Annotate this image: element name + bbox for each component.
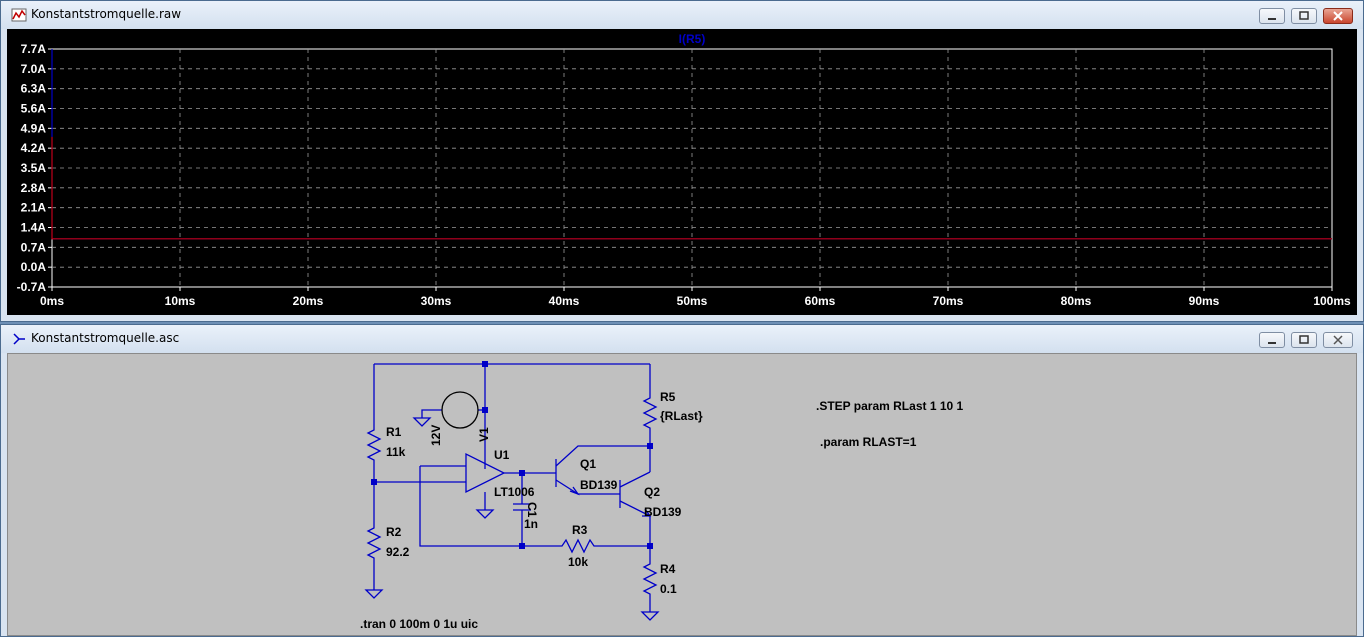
r3-name: R3 [572, 523, 588, 537]
x-tick-label: 0ms [40, 294, 64, 308]
schematic-drawing[interactable]: R1 11k R2 92.2 R3 10k R4 0.1 R5 {RLast} … [8, 354, 1357, 636]
q1-value: BD139 [580, 478, 618, 492]
x-tick-label: 100ms [1313, 294, 1351, 308]
x-tick-label: 50ms [677, 294, 708, 308]
series-line-2[interactable] [51, 136, 1332, 240]
x-tick-label: 20ms [293, 294, 324, 308]
minimize-icon [1268, 342, 1276, 344]
restore-icon [1299, 11, 1309, 20]
u1-value: LT1006 [494, 485, 535, 499]
r5-value: {RLast} [660, 409, 703, 423]
y-tick-label: 6.3A [21, 82, 47, 96]
schematic-close-button[interactable] [1323, 332, 1353, 348]
x-tick-label: 40ms [549, 294, 580, 308]
r1-value: 11k [386, 445, 406, 459]
schematic-canvas[interactable]: R1 11k R2 92.2 R3 10k R4 0.1 R5 {RLast} … [7, 353, 1357, 636]
schematic-minimize-button[interactable] [1259, 332, 1285, 348]
x-tick-label: 10ms [165, 294, 196, 308]
schematic-window: Konstantstromquelle.asc [0, 324, 1364, 637]
schematic-restore-button[interactable] [1291, 332, 1317, 348]
close-button[interactable] [1323, 8, 1353, 24]
v1-name: V1 [477, 427, 491, 442]
schematic-titlebar[interactable]: Konstantstromquelle.asc [1, 325, 1363, 353]
x-tick-label: 60ms [805, 294, 836, 308]
r5-name: R5 [660, 390, 676, 404]
y-tick-label: 0.7A [21, 240, 47, 254]
waveform-window: Konstantstromquelle.raw 7.7A 7.0A 6.3A 5.6A… [0, 0, 1364, 322]
waveform-titlebar[interactable]: Konstantstromquelle.raw [1, 1, 1363, 29]
waveform-window-title: Konstantstromquelle.raw [31, 7, 182, 21]
c1-value: 1n [524, 517, 538, 531]
y-tick-label: 3.5A [21, 161, 47, 175]
tran-directive[interactable]: .tran 0 100m 0 1u uic [360, 617, 478, 631]
r2-name: R2 [386, 525, 402, 539]
r2-value: 92.2 [386, 545, 410, 559]
y-tick-label: 2.8A [21, 181, 47, 195]
y-tick-label: 4.9A [21, 121, 47, 135]
schematic-window-title: Konstantstromquelle.asc [31, 331, 180, 345]
minimize-button[interactable] [1259, 8, 1285, 24]
x-tick-label: 80ms [1061, 294, 1092, 308]
y-tick-label: 0.0A [21, 260, 47, 274]
x-tick-label: 70ms [933, 294, 964, 308]
trace-label[interactable]: I(R5) [679, 32, 706, 46]
junction-dots [371, 361, 653, 549]
c1-name: C1 [525, 502, 539, 518]
q2-name: Q2 [644, 485, 660, 499]
x-tick-label: 90ms [1189, 294, 1220, 308]
y-tick-label: 7.0A [21, 62, 47, 76]
param-directive[interactable]: .param RLAST=1 [820, 435, 917, 449]
y-tick-label: 5.6A [21, 102, 47, 116]
restore-button[interactable] [1291, 8, 1317, 24]
y-tick-label: 7.7A [21, 42, 47, 56]
y-tick-label: 2.1A [21, 201, 47, 215]
close-icon [1333, 11, 1343, 21]
r4-value: 0.1 [660, 582, 677, 596]
v1-value: 12V [429, 425, 443, 446]
r3-value: 10k [568, 555, 588, 569]
y-tick-label: 4.2A [21, 141, 47, 155]
q2-value: BD139 [644, 505, 682, 519]
waveform-plot[interactable]: 7.7A 7.0A 6.3A 5.6A 4.9A 4.2A 3.5A 2.8A 2.1A 1.4A… [7, 29, 1357, 316]
step-directive[interactable]: .STEP param RLast 1 10 1 [816, 399, 964, 413]
q1-name: Q1 [580, 457, 596, 471]
y-tick-label: -0.7A [17, 280, 47, 294]
close-icon [1333, 335, 1343, 345]
voltage-source-icon[interactable] [441, 391, 479, 429]
y-tick-label: 1.4A [21, 221, 47, 235]
minimize-icon [1268, 18, 1276, 20]
restore-icon [1299, 335, 1309, 344]
r1-name: R1 [386, 425, 402, 439]
r4-name: R4 [660, 562, 676, 576]
plot-area[interactable]: 7.7A 7.0A 6.3A 5.6A 4.9A 4.2A 3.5A 2.8A 2.1A 1.4A… [7, 29, 1357, 315]
x-tick-label: 30ms [421, 294, 452, 308]
waveform-app-icon [11, 8, 27, 22]
u1-name: U1 [494, 448, 510, 462]
schematic-app-icon [13, 333, 25, 345]
